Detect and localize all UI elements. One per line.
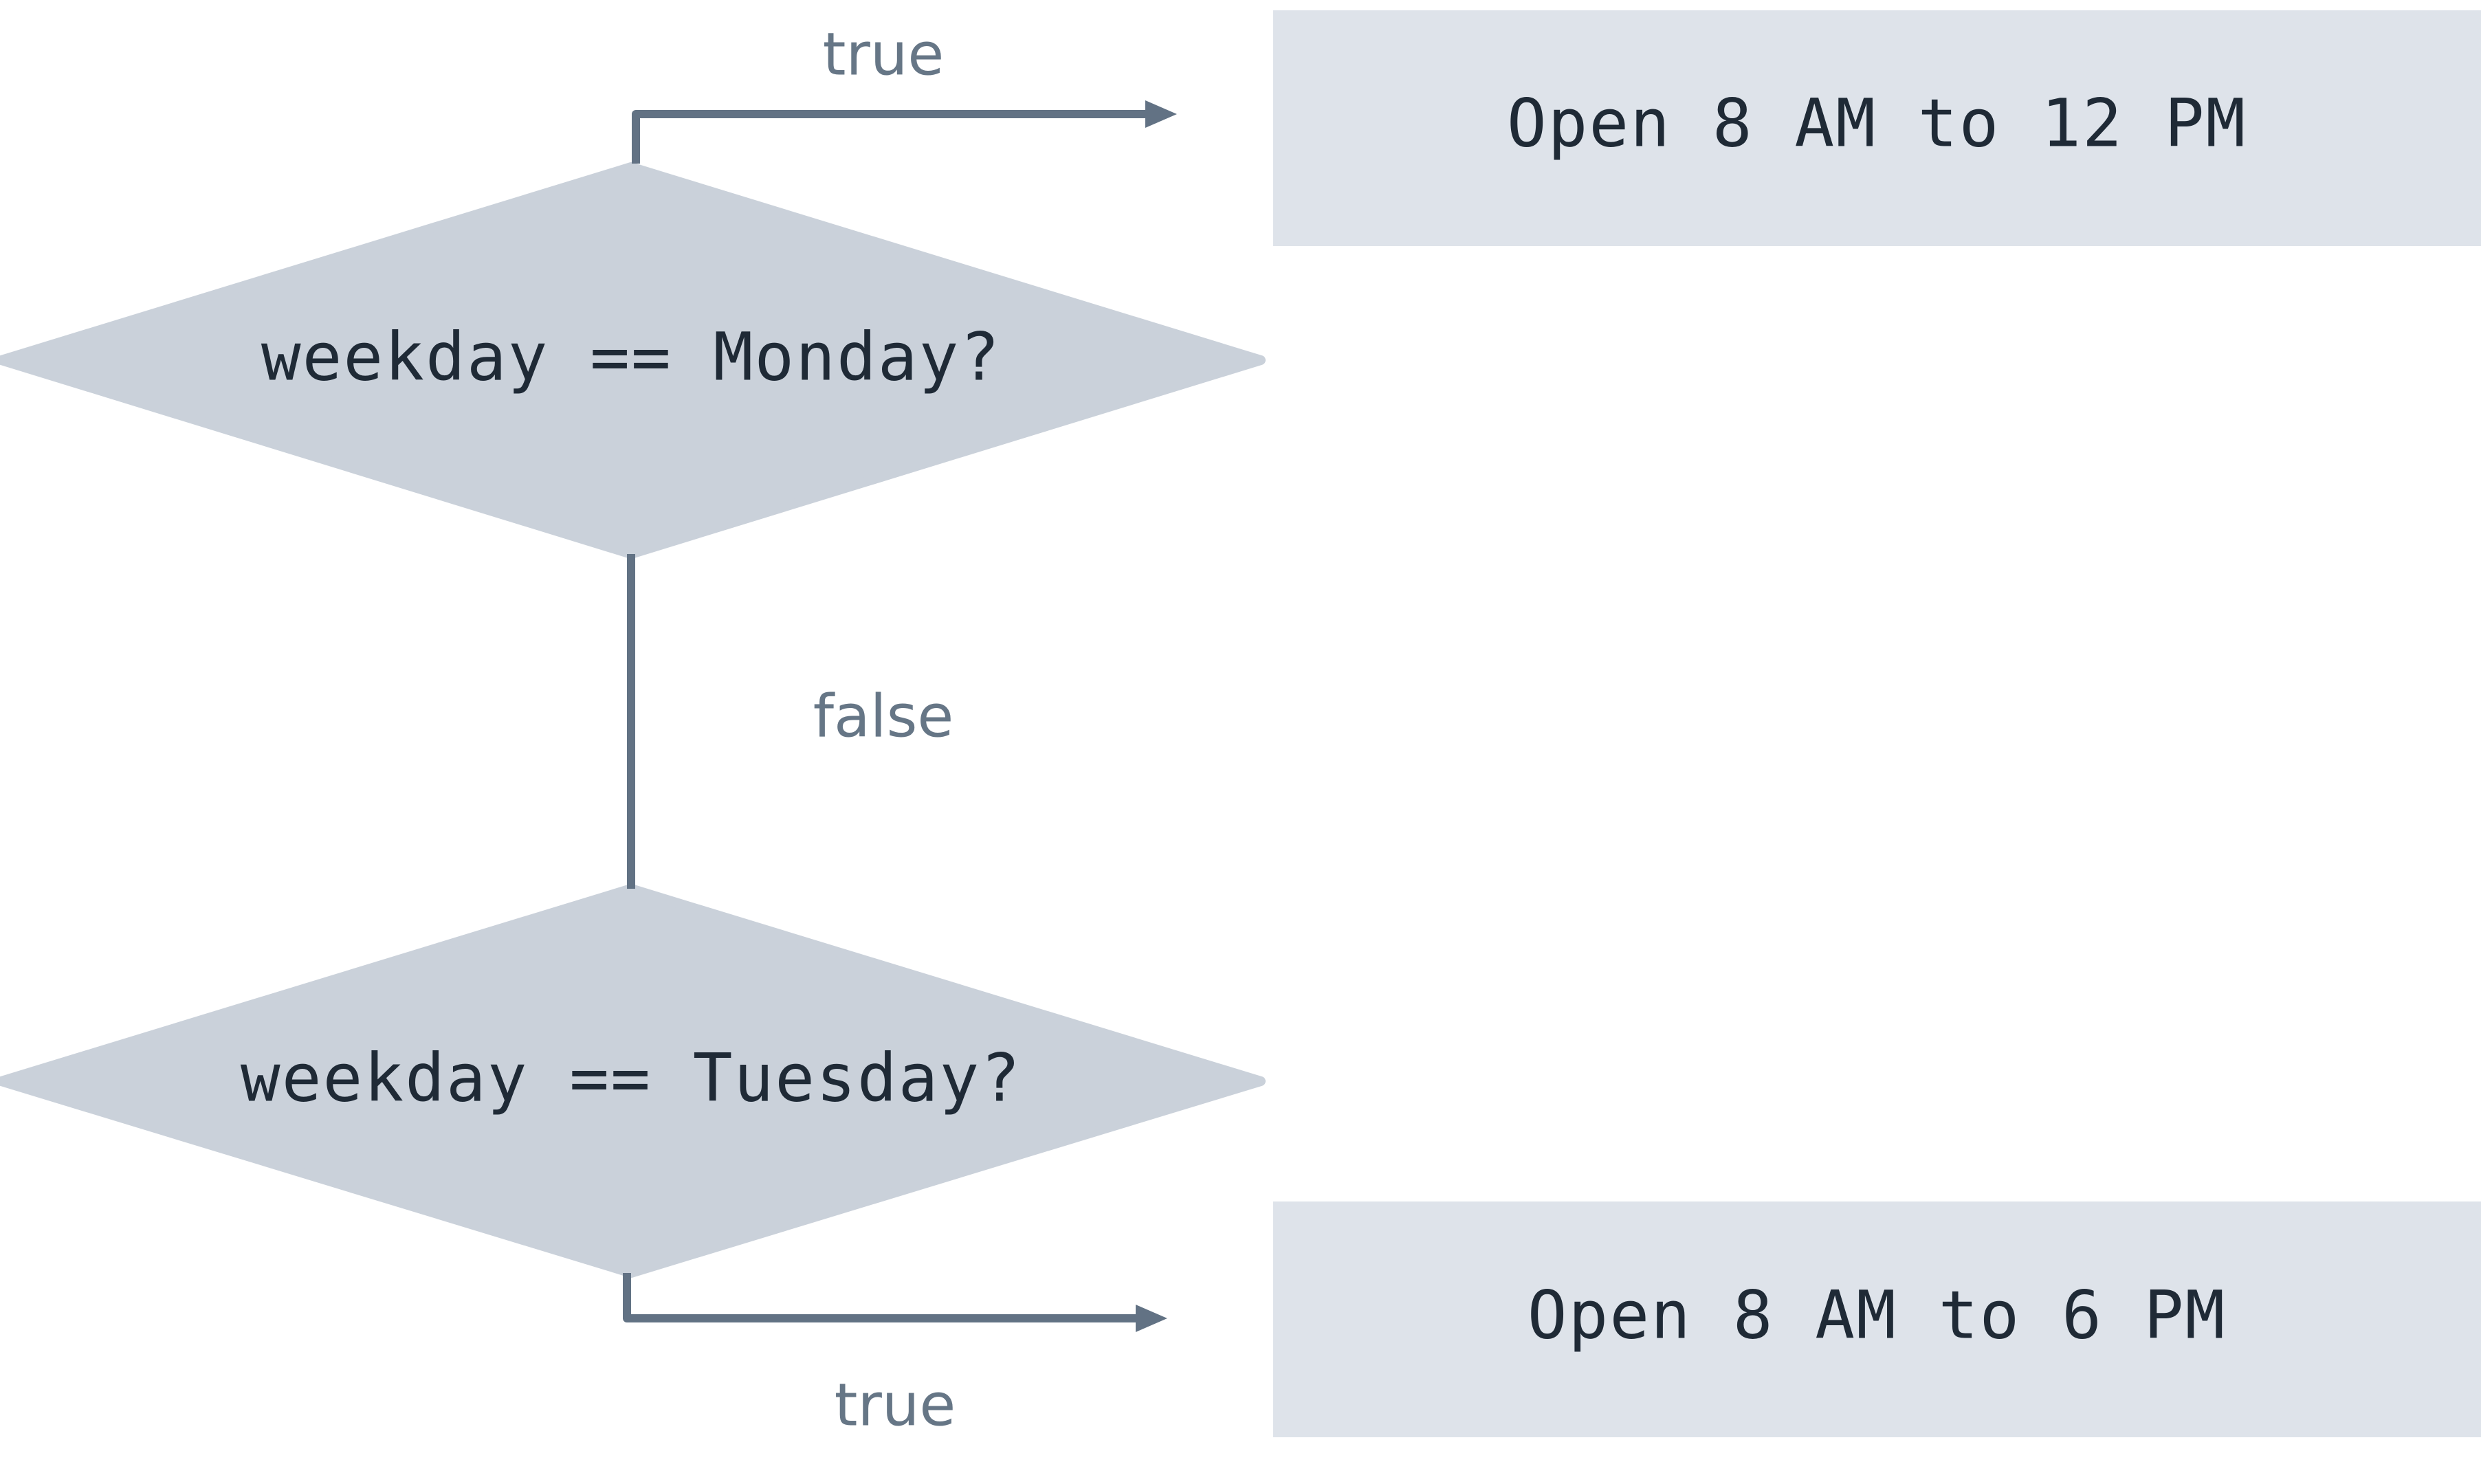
edge-label-true: true <box>823 20 945 89</box>
result-node-tuesday: Open 8 AM to 6 PM <box>1273 1201 2481 1437</box>
connector-line <box>623 1273 1141 1322</box>
edge-monday-false: false <box>627 554 954 889</box>
arrowhead-icon <box>1145 100 1177 128</box>
edge-monday-true: true <box>632 20 1177 164</box>
result-box-tuesday <box>1273 1201 2481 1437</box>
result-box-monday <box>1273 10 2481 246</box>
arrowhead-icon <box>1136 1305 1167 1332</box>
result-label-monday: Open 8 AM to 12 PM <box>1507 85 2247 162</box>
decision-label-monday: weekday == Monday? <box>261 318 1001 395</box>
connector-line <box>632 110 1149 164</box>
result-node-monday: Open 8 AM to 12 PM <box>1273 10 2481 246</box>
edge-tuesday-true: true <box>623 1273 1167 1439</box>
decision-label-tuesday: weekday == Tuesday? <box>241 1039 1022 1116</box>
decision-node-tuesday: weekday == Tuesday? <box>0 884 1266 1278</box>
decision-node-monday: weekday == Monday? <box>0 162 1266 559</box>
edge-label-true: true <box>835 1371 956 1439</box>
edge-label-false: false <box>813 682 954 751</box>
result-label-tuesday: Open 8 AM to 6 PM <box>1528 1276 2227 1353</box>
